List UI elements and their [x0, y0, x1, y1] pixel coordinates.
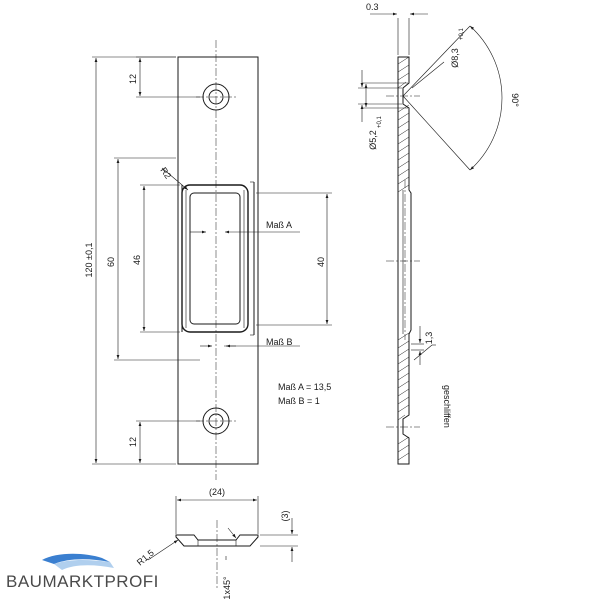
- front-view: 120 ±0,1 60 46 12 12 R2 Maß A Maß B: [84, 40, 332, 480]
- ground-depth-label: 1,3: [424, 332, 434, 345]
- slot-height-label: 46: [132, 255, 142, 265]
- mass-a-label: Maß A: [266, 220, 292, 230]
- side-section-outline: [397, 56, 412, 465]
- mass-a-value: Maß A = 13,5: [278, 382, 331, 392]
- overall-height-label: 120 ±0,1: [84, 243, 94, 278]
- mass-b-value: Maß B = 1: [278, 396, 320, 406]
- inner-length-label: 60: [106, 257, 116, 267]
- hole-dia-label: Ø5,2: [368, 130, 378, 150]
- ground-label: geschliffen: [442, 385, 452, 428]
- countersink-tol-label: +0,1: [459, 27, 465, 40]
- side-section-hatch: [397, 56, 410, 461]
- thickness-label: 0.3: [366, 2, 379, 12]
- angle-label: 90°: [510, 93, 520, 107]
- chamfer-label: 1x45°: [222, 576, 232, 600]
- side-view: 0.3 Ø8,3 +0,1 Ø5,2 +0,1 90° 1,3 geschlif…: [358, 2, 520, 465]
- slot-outer: [181, 184, 249, 333]
- countersink-dia-label: Ø8,3: [450, 48, 460, 68]
- slot-inner-height-label: 40: [316, 257, 326, 267]
- slot-inner: [189, 192, 241, 325]
- brand-logo-swoosh-icon: [42, 553, 114, 570]
- plate-outline: [177, 56, 259, 465]
- brand-name: BAUMARKTPROFI: [6, 572, 159, 591]
- hole-tol-label: +0,1: [377, 115, 383, 128]
- hole-offset-bottom-label: 12: [128, 437, 138, 447]
- bottom-width-label: (24): [209, 487, 225, 497]
- radius-label: R2: [158, 165, 173, 180]
- hole-offset-top-label: 12: [128, 74, 138, 84]
- mass-b-label: Maß B: [266, 337, 293, 347]
- bottom-height-label: (3): [280, 510, 290, 521]
- bottom-profile: [175, 534, 259, 547]
